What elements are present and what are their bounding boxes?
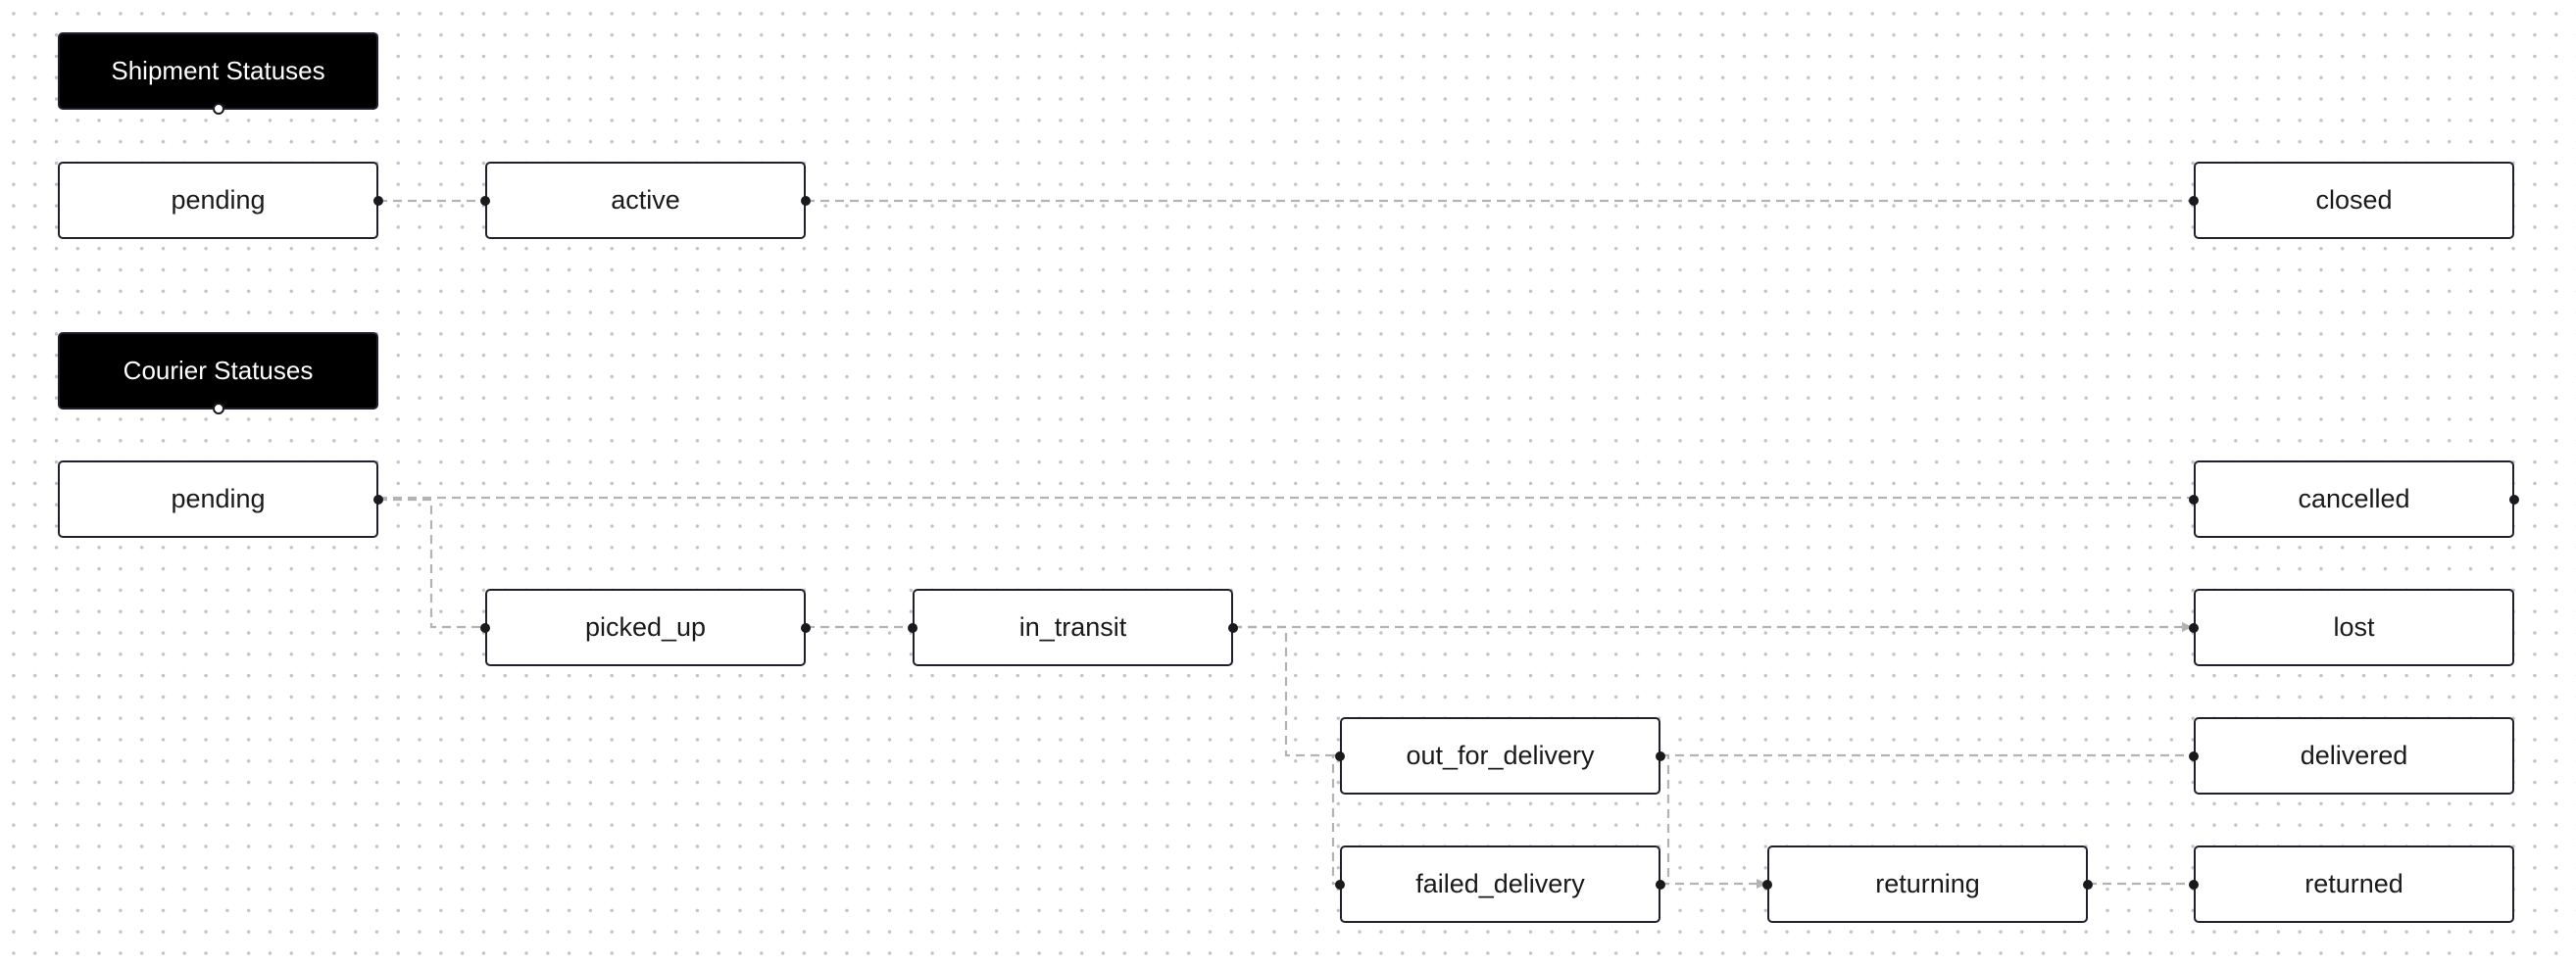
status-node-courier-in-transit[interactable]: in_transit <box>908 589 1238 666</box>
status-node-courier-returned[interactable]: returned <box>2189 845 2514 923</box>
status-node-courier-out-for-delivery[interactable]: out_for_delivery <box>1335 717 1665 795</box>
connection-handle[interactable] <box>2189 195 2199 206</box>
status-node-shipment-pending[interactable]: pending <box>58 162 383 239</box>
status-node-courier-picked-up[interactable]: picked_up <box>480 589 811 666</box>
connection-handle[interactable] <box>212 403 224 414</box>
connection-handle[interactable] <box>373 195 383 206</box>
status-label: active <box>611 185 680 215</box>
status-label: closed <box>2315 185 2393 215</box>
status-node-courier-failed-delivery[interactable]: failed_delivery <box>1335 845 1665 923</box>
edge-courier-failed-delivery-out-for-delivery[interactable] <box>1660 753 1670 886</box>
connection-handle[interactable] <box>1762 879 1772 890</box>
connection-handle[interactable] <box>1656 879 1665 890</box>
status-node-shipment-closed[interactable]: closed <box>2189 162 2514 239</box>
connection-handle[interactable] <box>801 622 811 633</box>
status-label: lost <box>2333 612 2375 642</box>
connection-handle[interactable] <box>373 494 383 505</box>
connection-handle[interactable] <box>1656 750 1665 761</box>
status-node-shipment-active[interactable]: active <box>480 162 811 239</box>
connection-handle[interactable] <box>2509 494 2519 505</box>
connection-handle[interactable] <box>908 622 917 633</box>
group-header-label: Shipment Statuses <box>111 56 325 85</box>
connection-handle[interactable] <box>801 195 811 206</box>
connection-handle[interactable] <box>1335 879 1345 890</box>
connection-handle[interactable] <box>480 622 490 633</box>
connection-handle[interactable] <box>2189 622 2199 633</box>
status-label: picked_up <box>584 612 707 642</box>
connection-handle[interactable] <box>2189 494 2199 505</box>
status-label: out_for_delivery <box>1406 741 1595 770</box>
connection-handle[interactable] <box>480 195 490 206</box>
edge-courier-out-for-delivery-failed-delivery[interactable] <box>1331 753 1339 886</box>
group-header-courier-statuses[interactable]: Courier Statuses <box>58 332 378 414</box>
group-header-label: Courier Statuses <box>123 356 314 385</box>
status-node-courier-cancelled[interactable]: cancelled <box>2189 460 2519 538</box>
connection-handle[interactable] <box>1228 622 1238 633</box>
connection-handle[interactable] <box>1335 750 1345 761</box>
status-label: pending <box>171 484 266 513</box>
connection-handle[interactable] <box>2189 879 2199 890</box>
status-node-courier-pending[interactable]: pending <box>58 460 383 538</box>
status-label: pending <box>171 185 266 215</box>
status-label: returned <box>2304 869 2403 898</box>
status-node-courier-returning[interactable]: returning <box>1762 845 2093 923</box>
group-header-shipment-statuses[interactable]: Shipment Statuses <box>58 32 378 115</box>
edge-courier-in-transit-out-for-delivery[interactable] <box>1233 625 1339 757</box>
connection-handle[interactable] <box>2083 879 2093 890</box>
status-label: returning <box>1875 869 1980 898</box>
status-label: in_transit <box>1018 612 1127 642</box>
status-label: delivered <box>2300 741 2408 770</box>
connection-handle[interactable] <box>212 103 224 115</box>
status-node-courier-delivered[interactable]: delivered <box>2189 717 2514 795</box>
edge-courier-pending-picked-up[interactable] <box>378 498 484 629</box>
status-label: failed_delivery <box>1415 869 1585 898</box>
connection-handle[interactable] <box>2189 750 2199 761</box>
status-node-courier-lost[interactable]: lost <box>2189 589 2514 666</box>
status-label: cancelled <box>2298 484 2410 513</box>
